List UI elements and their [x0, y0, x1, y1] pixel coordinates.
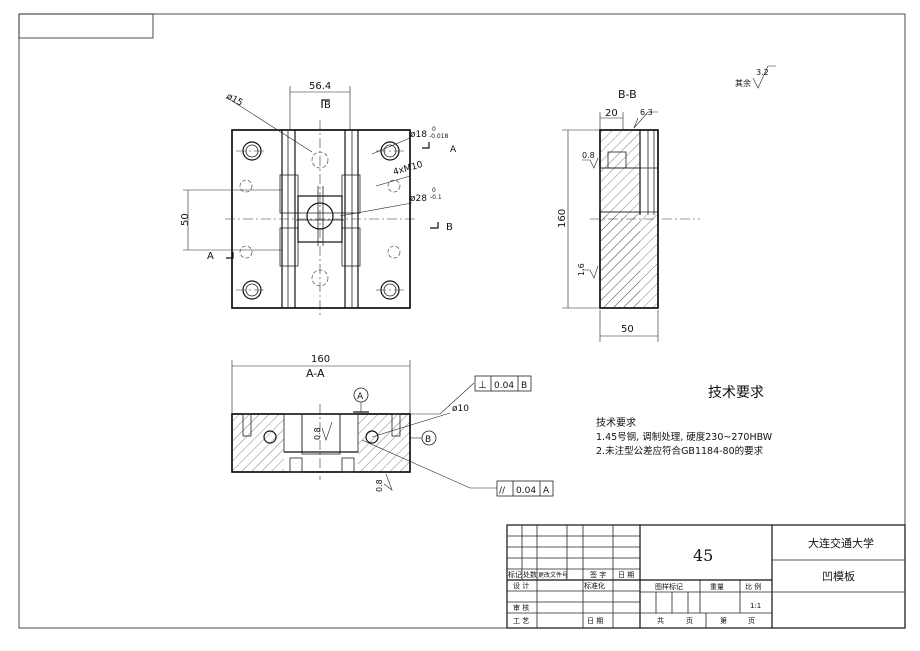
dia18-tol-up: 0	[432, 126, 436, 133]
title-scale: 1:1	[750, 602, 761, 610]
dia28-tol-low: -0.1	[430, 194, 442, 201]
tb-process: 工 艺	[513, 617, 529, 625]
dia18-label: ø18	[410, 130, 427, 140]
dim-160-side: 160	[557, 209, 568, 228]
tb-docno: 更改文件号	[538, 571, 568, 579]
dim-160-section: 160	[311, 354, 330, 365]
datum-b-label: B	[425, 435, 431, 445]
notes-line-1: 1.45号钢, 调制处理, 硬度230~270HBW	[596, 431, 773, 443]
title-university: 大连交通大学	[808, 536, 874, 550]
rough-1-6: 1.6	[577, 263, 586, 276]
tb-total: 共	[657, 616, 664, 625]
par-value: 0.04	[516, 486, 536, 496]
notes-subheading: 技术要求	[596, 416, 636, 429]
tb-mark: 标记	[508, 570, 522, 579]
dim-20: 20	[605, 108, 618, 119]
title-material: 45	[693, 546, 713, 565]
section-a-top-label: A	[450, 145, 457, 155]
tb-weight: 重量	[710, 583, 724, 591]
dim-50-side: 50	[621, 324, 634, 335]
tb-date2: 日 期	[587, 617, 603, 625]
tb-page1: 页	[686, 617, 693, 625]
section-a-left-label: A	[207, 251, 214, 262]
tb-design: 设 计	[513, 581, 529, 590]
tb-sign: 签 字	[590, 570, 606, 579]
dia28-tol-up: 0	[432, 187, 436, 194]
tb-date: 日 期	[618, 571, 634, 579]
corner-label-box	[18, 13, 154, 39]
dia28-label: ø28	[410, 194, 427, 204]
rough-0-8-a: 0.8	[313, 427, 322, 440]
rough-6-3: 6.3	[640, 108, 653, 117]
tb-sheet: 第	[720, 616, 727, 625]
surface-finish-label: 其余	[735, 78, 751, 88]
tb-page2: 页	[748, 617, 755, 625]
top-view	[183, 86, 439, 318]
perp-datum: B	[521, 381, 527, 391]
dia10-label: ø10	[452, 404, 469, 414]
surface-finish-value: 3.2	[756, 68, 769, 77]
tb-scale-h: 比 例	[745, 582, 761, 591]
datum-a-label: A	[357, 392, 364, 402]
notes-line-2: 2.未注型公差应符合GB1184-80的要求	[596, 445, 764, 457]
rough-0-8-b: 0.8	[375, 479, 384, 492]
dia18-tol-low: -0.018	[429, 133, 449, 140]
perp-value: 0.04	[494, 381, 514, 391]
surface-finish-symbol	[752, 65, 776, 89]
par-symbol: //	[499, 486, 506, 496]
notes-heading: 技术要求	[708, 385, 764, 401]
tb-stage: 图样标记	[655, 582, 683, 591]
dim-56-4: 56.4	[309, 81, 331, 92]
section-view	[231, 360, 554, 497]
section-b-top-label: B	[324, 100, 331, 111]
title-block	[506, 524, 906, 629]
tb-review: 审 核	[513, 603, 529, 612]
side-view-title: B-B	[618, 88, 637, 101]
par-datum: A	[543, 486, 550, 496]
dia15-label: ø15	[225, 92, 245, 109]
perp-symbol: ⊥	[478, 380, 487, 391]
section-b-side-label: B	[446, 222, 453, 233]
rough-0-8-side: 0.8	[582, 151, 595, 160]
tb-count: 处数	[523, 570, 537, 579]
section-title: A-A	[306, 367, 325, 380]
side-view	[562, 111, 700, 342]
tb-std: 标准化	[584, 581, 605, 590]
thread-label: 4xM10	[392, 160, 424, 178]
title-part-name: 凹模板	[822, 569, 855, 583]
drawing-border	[18, 13, 906, 629]
dim-50: 50	[180, 213, 191, 226]
